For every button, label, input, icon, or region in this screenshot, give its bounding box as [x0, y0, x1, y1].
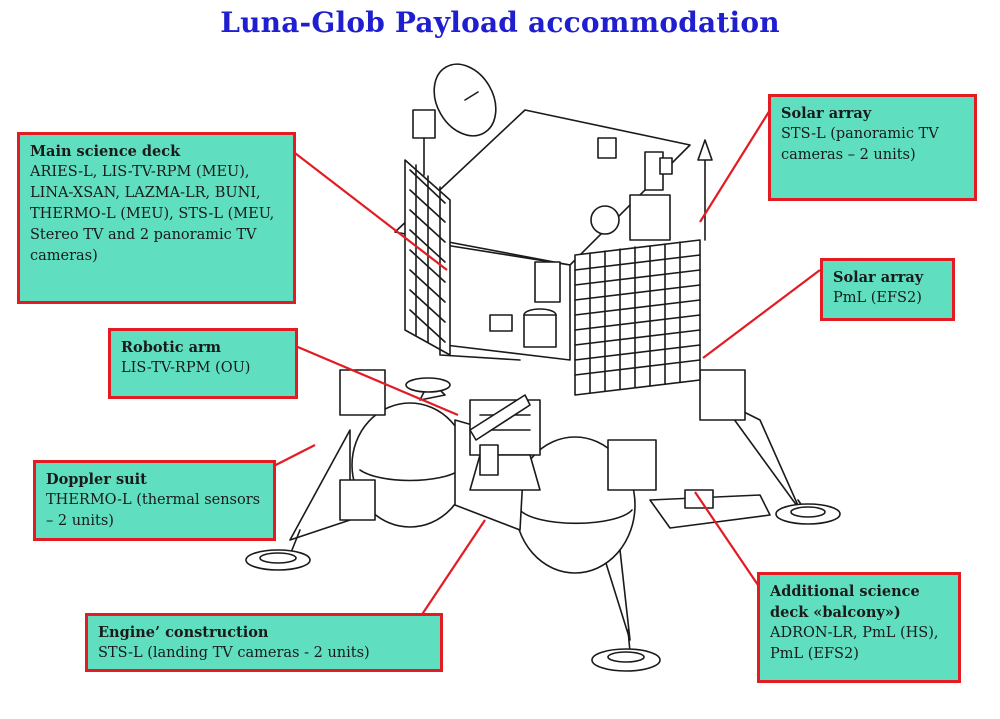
solar-panel-right [574, 239, 701, 396]
equipment-cluster-lower [339, 479, 376, 521]
callout-text: STS-L (landing TV cameras - 2 units) [98, 645, 370, 661]
leader-solar-array-2 [702, 269, 821, 359]
callout-heading: Engine’ construction [98, 624, 269, 641]
leader-solar-array-1 [699, 109, 771, 223]
callout-main-science-deck: Main science deck ARIES-L, LIS-TV-RPM (M… [17, 132, 296, 304]
callout-solar-array-right: Solar array PmL (EFS2) [820, 258, 955, 321]
callout-heading: Main science deck [30, 143, 181, 160]
callout-heading: Additional science deck «balcony») [770, 583, 920, 621]
callout-text: THERMO-L (thermal sensors – 2 units) [46, 492, 261, 529]
leader-main-deck [277, 139, 448, 271]
leader-balcony [694, 491, 761, 589]
leader-robotic-arm [285, 340, 459, 417]
leader-engine [412, 519, 486, 629]
callout-engine-construction: Engine’ construction STS-L (landing TV c… [85, 613, 443, 672]
callout-robotic-arm: Robotic arm LIS-TV-RPM (OU) [108, 328, 298, 399]
equipment-cluster-left [339, 369, 386, 416]
callout-text: ADRON-LR, PmL (HS), PmL (EFS2) [770, 625, 939, 662]
callout-additional-science-deck: Additional science deck «balcony») ADRON… [757, 572, 961, 683]
callout-doppler-suit: Doppler suit THERMO-L (thermal sensors –… [33, 460, 276, 541]
mast [697, 139, 713, 241]
callout-heading: Solar array [833, 269, 924, 286]
callout-text: STS-L (panoramic TV cameras – 2 units) [781, 126, 939, 163]
landing-leg-right [719, 399, 841, 525]
deck-cameras [590, 137, 673, 241]
callout-heading: Doppler suit [46, 471, 147, 488]
callout-heading: Robotic arm [121, 339, 221, 356]
callout-solar-array-top: Solar array STS-L (panoramic TV cameras … [768, 94, 977, 201]
balcony-deck [649, 494, 771, 529]
fuel-tank-front [514, 436, 636, 574]
callout-heading: Solar array [781, 105, 872, 122]
equipment-cluster-right [699, 369, 746, 421]
callout-text: PmL (EFS2) [833, 290, 922, 306]
solar-panel-left [404, 159, 451, 356]
callout-text: LIS-TV-RPM (OU) [121, 360, 251, 376]
diagram-title: Luna-Glob Payload accommodation [220, 6, 780, 39]
landing-leg-left [245, 429, 351, 571]
equipment-cluster-front [607, 439, 657, 491]
antenna-dish [412, 63, 497, 176]
callout-text: ARIES-L, LIS-TV-RPM (MEU), LINA-XSAN, LA… [30, 164, 275, 264]
landing-leg-back [405, 377, 451, 401]
robotic-arm [469, 394, 531, 476]
